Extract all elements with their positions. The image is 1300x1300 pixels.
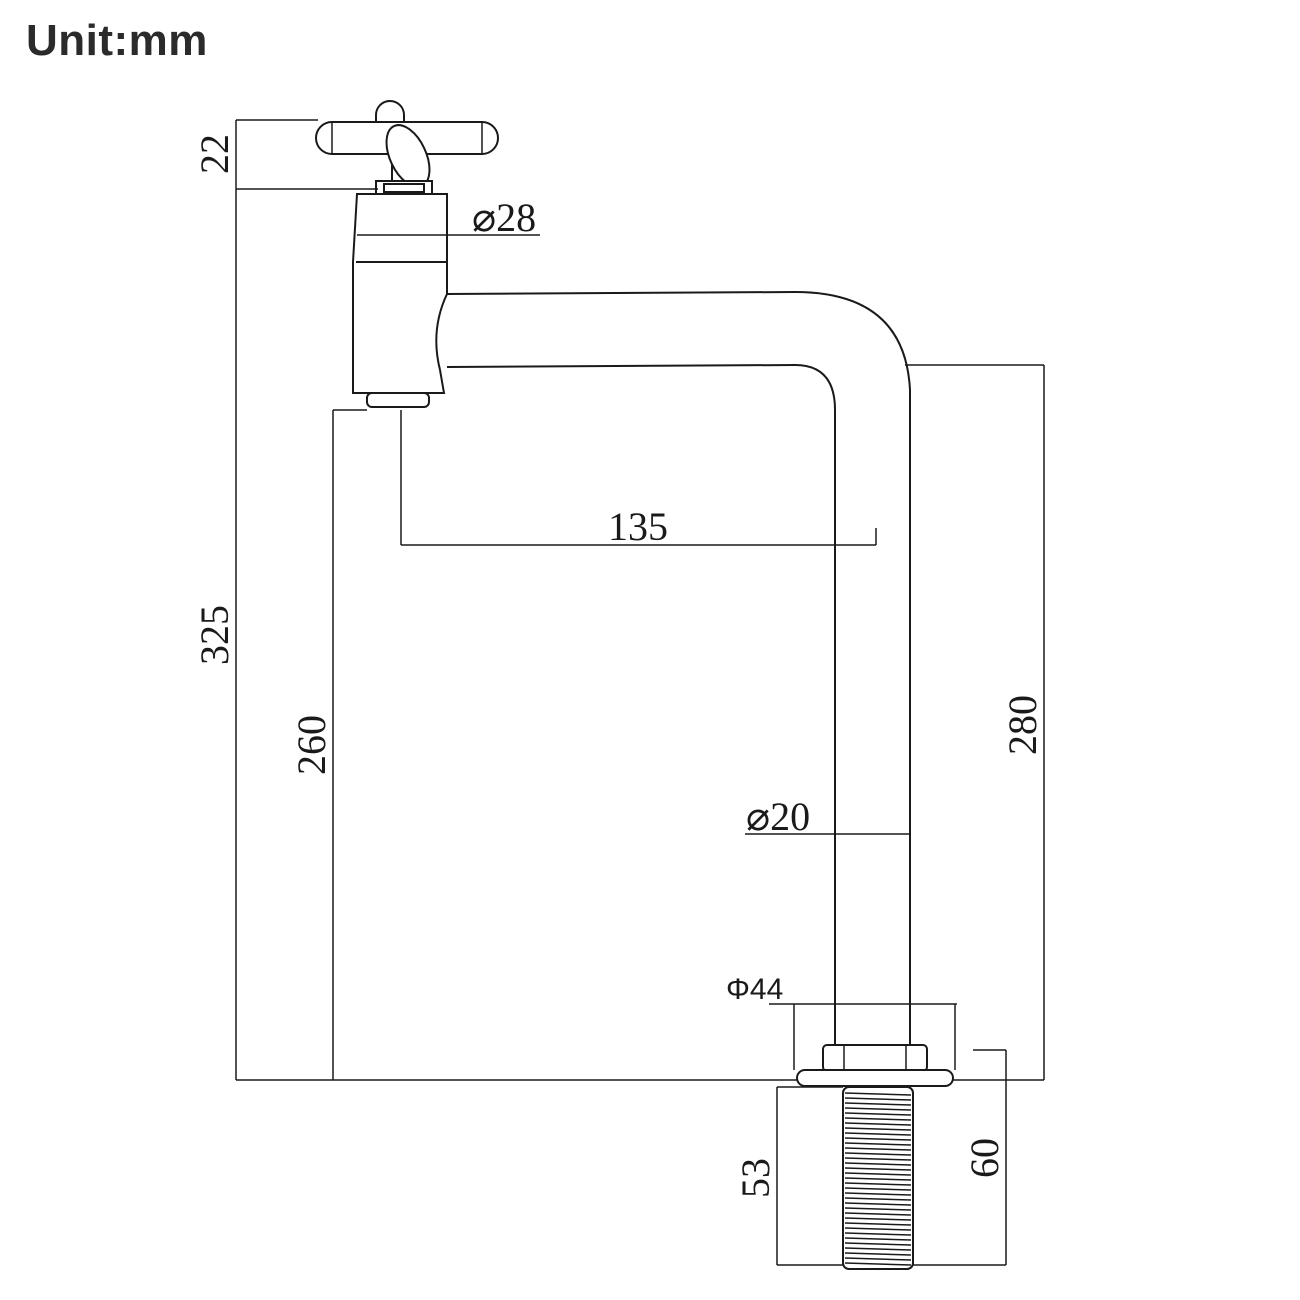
thread-line [844, 1157, 912, 1161]
thread-line [844, 1182, 912, 1186]
thread-line [844, 1232, 912, 1236]
spout-tube [446, 290, 911, 1045]
dim-thread-length: 53 [733, 1086, 843, 1266]
thread-line [844, 1252, 912, 1256]
thread-line [844, 1207, 912, 1211]
dim-label-28: ⌀28 [472, 195, 536, 240]
dim-label-280: 280 [1000, 695, 1045, 755]
dim-tube-diameter: ⌀20 [745, 794, 910, 839]
dim-label-260: 260 [289, 715, 334, 775]
dim-handle-height: 22 [192, 119, 378, 190]
thread-line [844, 1192, 912, 1196]
dim-reach: 135 [400, 410, 877, 549]
thread-line [844, 1247, 912, 1251]
thread-line [844, 1242, 912, 1246]
thread-line [844, 1187, 912, 1191]
thread-line [844, 1172, 912, 1176]
thread-line [844, 1147, 912, 1151]
thread-line [844, 1222, 912, 1226]
thread-line [844, 1102, 912, 1106]
thread-line [844, 1152, 912, 1156]
thread-line [844, 1227, 912, 1231]
dim-label-22: 22 [192, 134, 237, 174]
thread-line [844, 1167, 912, 1171]
valve-body [352, 180, 448, 408]
dim-shank-length: 60 [913, 1049, 1007, 1266]
base-flange [796, 1044, 954, 1087]
dim-label-20: ⌀20 [746, 794, 810, 839]
thread-line [844, 1212, 912, 1216]
thread-line [844, 1107, 912, 1111]
thread-line [844, 1177, 912, 1181]
dim-label-53: 53 [733, 1158, 778, 1198]
thread-line [844, 1127, 912, 1131]
dim-label-44: Φ44 [726, 973, 783, 1006]
dim-body-diameter: ⌀28 [357, 195, 540, 240]
dim-spout-height: 260 [289, 409, 367, 1080]
dim-total-height: 325 [192, 189, 237, 1080]
dim-base-diameter: Φ44 [726, 973, 957, 1070]
thread-line [844, 1197, 912, 1201]
dim-label-60: 60 [962, 1138, 1007, 1178]
thread-line [844, 1132, 912, 1136]
thread-line [844, 1162, 912, 1166]
threaded-shank [842, 1086, 914, 1270]
thread-line [844, 1097, 912, 1101]
thread-line [844, 1217, 912, 1221]
thread-line [844, 1137, 912, 1141]
thread-line [844, 1092, 912, 1096]
thread-line [844, 1122, 912, 1126]
dim-label-135: 135 [608, 504, 668, 549]
thread-line [844, 1142, 912, 1146]
dim-label-325: 325 [192, 605, 237, 665]
thread-line [844, 1202, 912, 1206]
thread-line [844, 1112, 912, 1116]
thread-line [844, 1237, 912, 1241]
unit-label: Unit:mm [26, 16, 208, 65]
thread-line [844, 1262, 912, 1266]
thread-line [844, 1257, 912, 1261]
thread-line [844, 1117, 912, 1121]
dim-tube-height: 280 [905, 364, 1045, 1080]
